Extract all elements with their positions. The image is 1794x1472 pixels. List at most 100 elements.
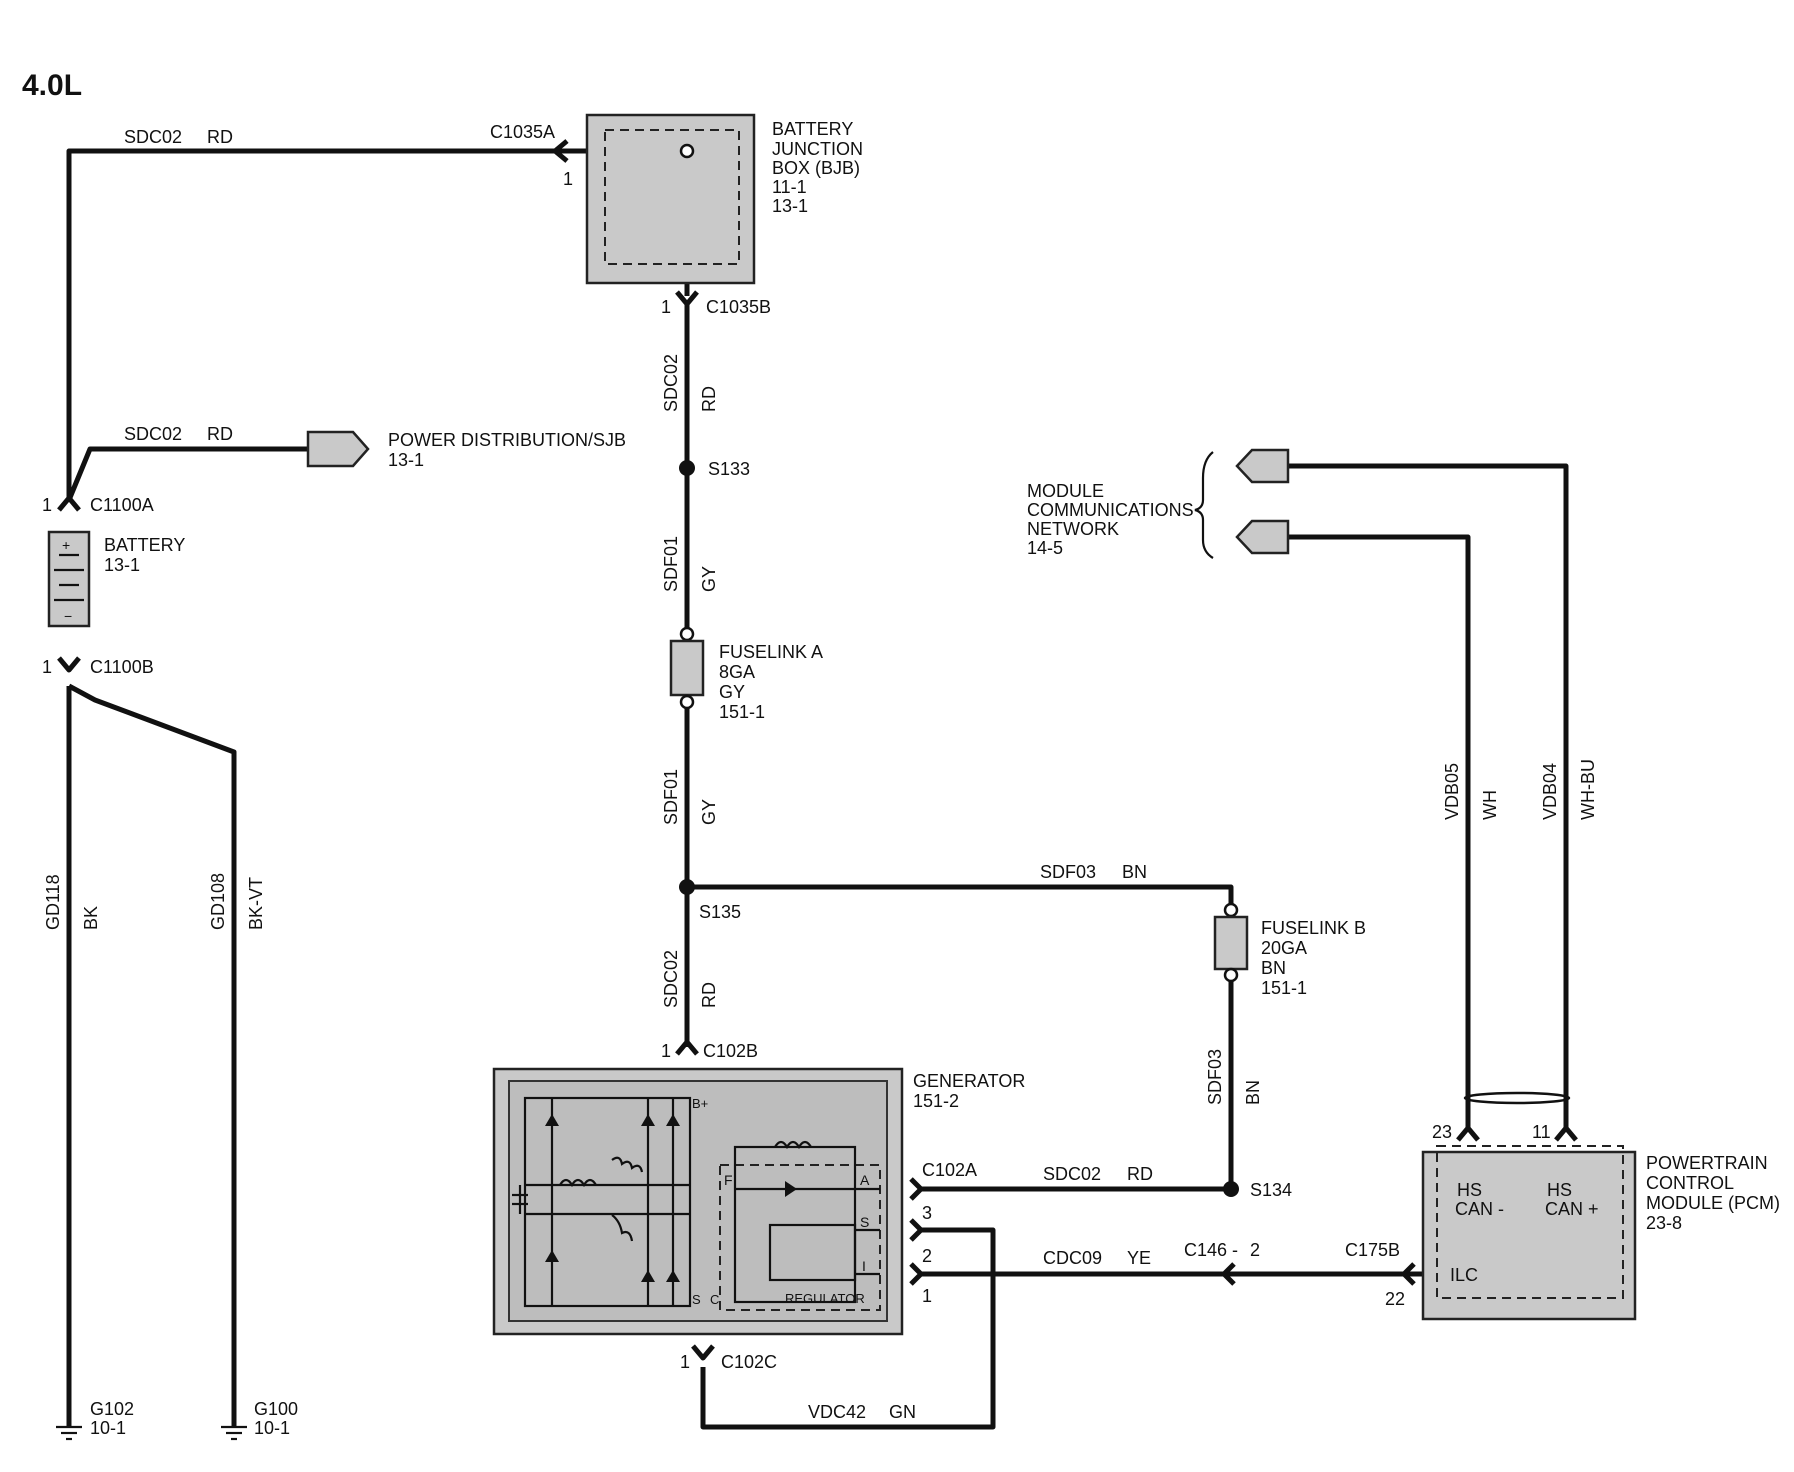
c1100a-pin: 1: [42, 495, 52, 515]
bjb-body: [585, 113, 756, 285]
pcm-hs2: HS: [1547, 1180, 1572, 1200]
pcm-pin23: 23: [1432, 1122, 1452, 1142]
mcn-brace-icon: [1194, 451, 1214, 559]
pcm-hs1: HS: [1457, 1180, 1482, 1200]
c146-pin: 2: [1250, 1240, 1260, 1260]
mcn-connectors: [1194, 448, 1290, 559]
grounds: [56, 1425, 247, 1441]
wire-v-sdc02-2: SDC02: [661, 950, 681, 1008]
wires: [66, 148, 1569, 1430]
wire-v-sdf01-1: SDF01: [661, 536, 681, 592]
battery-junction-box: [585, 113, 756, 285]
mcn-label-1: MODULE: [1027, 481, 1104, 501]
bjb-label-1: BATTERY: [772, 119, 853, 139]
c175b-mark: [1401, 1262, 1416, 1286]
wire-v-sdc02-1: SDC02: [661, 354, 681, 412]
c146-dash: -: [1232, 1240, 1238, 1260]
regulator-box: [719, 1164, 881, 1311]
fuselink-b-color: BN: [1261, 958, 1286, 978]
fuselink-b-gauge: 20GA: [1261, 938, 1307, 958]
stator-coil-icon: [559, 1156, 644, 1242]
c1035b-label: C1035B: [706, 297, 771, 317]
c102b-mark: [675, 1039, 699, 1056]
ground-icon-g100: [221, 1425, 247, 1441]
ground-icon-g102: [56, 1425, 82, 1441]
gen-f: F: [724, 1172, 733, 1188]
battery-symbol: + −: [47, 530, 91, 628]
wire-gen-color: RD: [1127, 1164, 1153, 1184]
c1100b-mark: [57, 656, 81, 673]
c102a-mark-a: [909, 1177, 924, 1201]
pcm-page: 23-8: [1646, 1213, 1682, 1233]
wire-vdc42: [700, 1227, 996, 1430]
wire-pdist-circuit: SDC02: [124, 424, 182, 444]
wire-vdb05: [1288, 534, 1471, 1128]
g102-page: 10-1: [90, 1418, 126, 1438]
wire-vdb04: [1288, 463, 1569, 1128]
fuselink-b-body: [1213, 915, 1249, 971]
fuselink-a: [669, 626, 705, 710]
generator: [492, 1067, 904, 1336]
c1100b-pin: 1: [42, 657, 52, 677]
fuselink-b-page: 151-1: [1261, 978, 1307, 998]
c102b-label: C102B: [703, 1041, 758, 1061]
pcm-pin11-mark: [1554, 1125, 1578, 1142]
twisted-pair-icon: [1463, 1091, 1571, 1105]
wire-cdc09-circuit: CDC09: [1043, 1248, 1102, 1268]
g102-label: G102: [90, 1399, 134, 1419]
c1035b-pin: 1: [661, 297, 671, 317]
fuselink-a-page: 151-1: [719, 702, 765, 722]
pcm-inner: [1436, 1145, 1624, 1299]
pcm-pin23-mark: [1456, 1125, 1480, 1142]
wire-v-sdf03: SDF03: [1205, 1049, 1225, 1105]
g100-page: 10-1: [254, 1418, 290, 1438]
wire-top-circuit: SDC02: [124, 127, 182, 147]
fuselink-b: [1213, 902, 1249, 983]
wire-top-color: RD: [207, 127, 233, 147]
pcm-can1: CAN -: [1455, 1199, 1504, 1219]
gen-a: A: [860, 1172, 870, 1188]
c1100a-mark: [57, 495, 81, 512]
diode-icon-5: [641, 1270, 655, 1282]
fuselink-a-color: GY: [719, 682, 745, 702]
c102a-mark-s: [909, 1218, 924, 1242]
pdist-label: POWER DISTRIBUTION/SJB: [388, 430, 626, 450]
c175b-label: C175B: [1345, 1240, 1400, 1260]
wire-v-bn: BN: [1243, 1080, 1263, 1105]
splice-s134: [1223, 1181, 1239, 1197]
diode-icon-1: [545, 1114, 559, 1126]
wire-sdf03-upper: [687, 884, 1234, 910]
wire-gd108: [67, 683, 237, 1426]
bjb-inner: [604, 129, 740, 265]
wire-cdc09-color: YE: [1127, 1248, 1151, 1268]
fuselink-a-name: FUSELINK A: [719, 642, 823, 662]
wire-v-gy-1: GY: [699, 566, 719, 592]
diode-icon-4: [545, 1250, 559, 1262]
bjb-label-2: JUNCTION: [772, 139, 863, 159]
c102c-pin: 1: [680, 1352, 690, 1372]
wire-v-gy-2: GY: [699, 799, 719, 825]
mcn-connector-1: [1235, 448, 1290, 484]
wire-v-rd-2: RD: [699, 982, 719, 1008]
mcn-label-2: COMMUNICATIONS: [1027, 500, 1194, 520]
wire-v-bkvt: BK-VT: [246, 877, 266, 930]
c146-label: C146: [1184, 1240, 1227, 1260]
bjb-terminal: [679, 143, 695, 159]
c102a-mark-i: [909, 1262, 924, 1286]
c102b-pin: 1: [661, 1041, 671, 1061]
wire-v-rd-1: RD: [699, 386, 719, 412]
wire-v-gd118: GD118: [43, 874, 63, 930]
wire-gen-circuit: SDC02: [1043, 1164, 1101, 1184]
battery-page: 13-1: [104, 555, 140, 575]
c102a-label: C102A: [922, 1160, 977, 1180]
wire-v-wh: WH: [1480, 790, 1500, 820]
pcm-body: [1421, 1150, 1637, 1321]
c102c-mark: [691, 1344, 715, 1361]
wire-sdf03-circuit: SDF03: [1040, 862, 1096, 882]
c102-pin2: 2: [922, 1246, 932, 1266]
bjb-page-2: 13-1: [772, 196, 808, 216]
gen-c: C: [710, 1292, 719, 1307]
pcm-label-1: POWERTRAIN: [1646, 1153, 1768, 1173]
